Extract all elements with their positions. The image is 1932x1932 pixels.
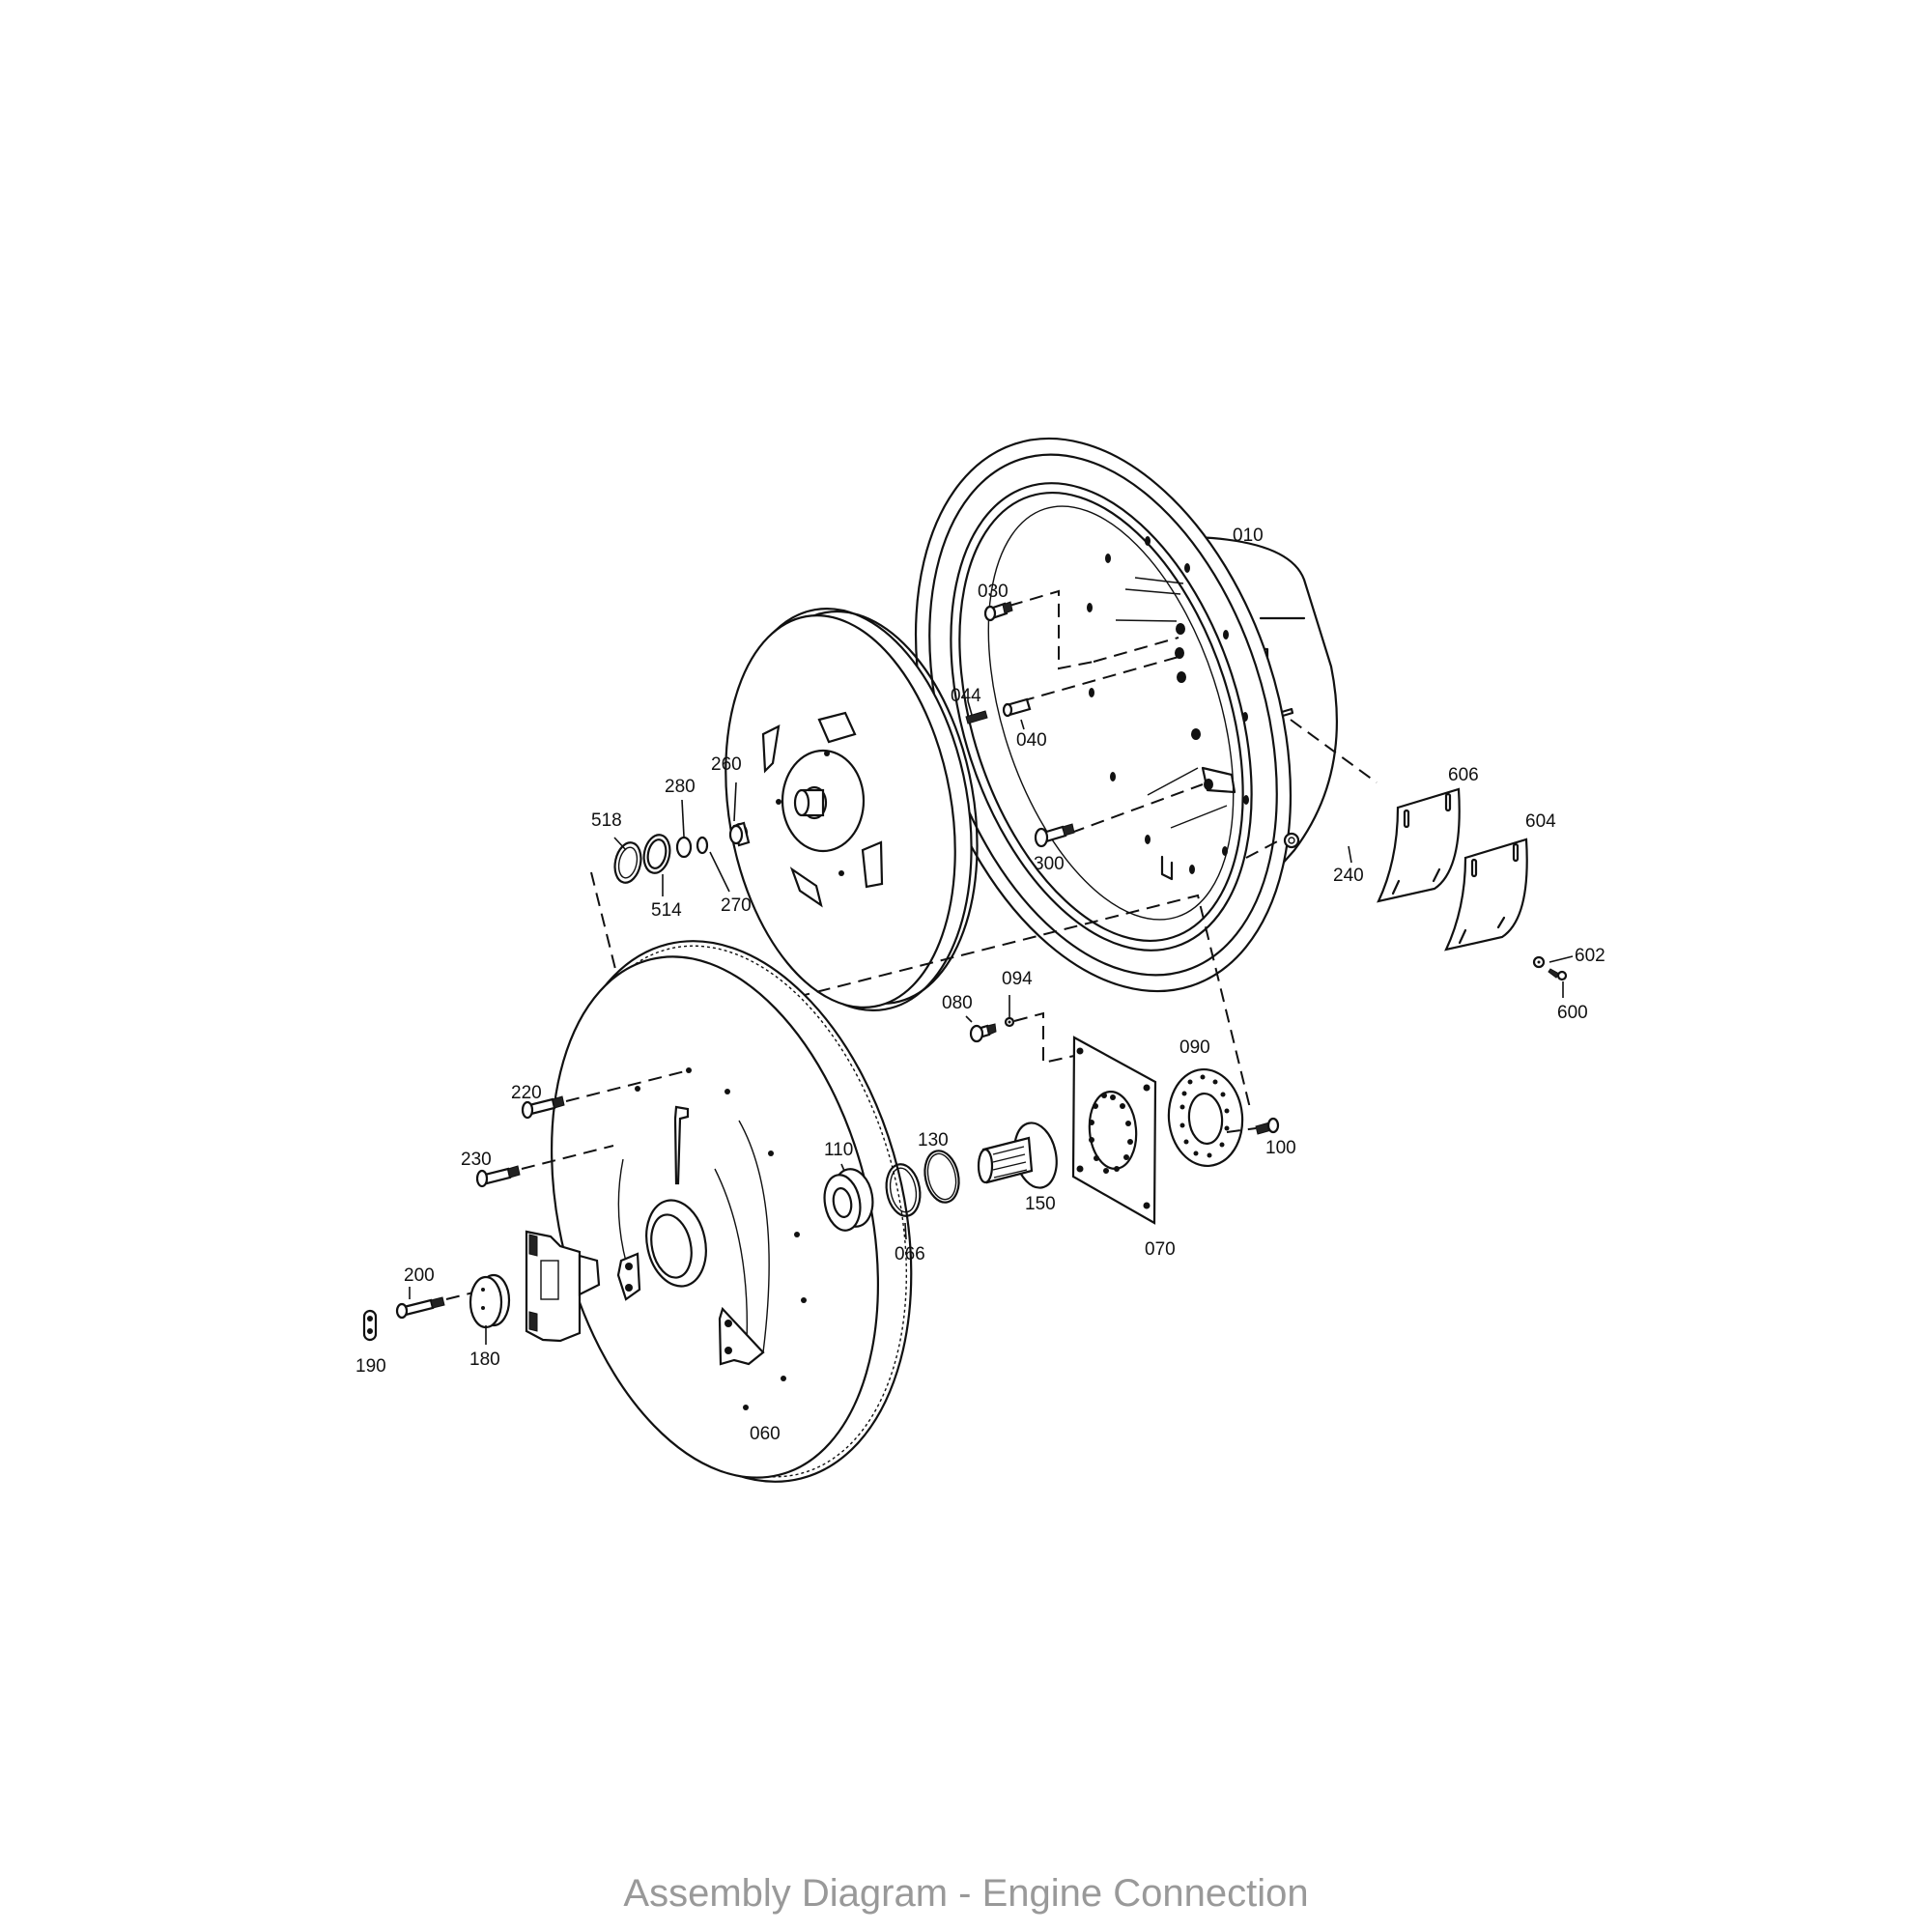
label-180: 180 <box>469 1350 500 1370</box>
label-190: 190 <box>355 1356 386 1377</box>
label-300: 300 <box>1034 854 1065 874</box>
label-606: 606 <box>1448 765 1479 785</box>
label-060: 060 <box>750 1424 781 1444</box>
label-604: 604 <box>1525 811 1556 832</box>
label-040: 040 <box>1016 730 1047 751</box>
part-180-cover-disc[interactable] <box>469 1273 511 1329</box>
label-270: 270 <box>721 895 752 916</box>
label-066: 066 <box>895 1244 925 1264</box>
part-300-hex-bolt[interactable] <box>1034 823 1075 848</box>
part-604-cover-plate[interactable] <box>1444 838 1528 952</box>
coupling-yoke[interactable] <box>525 1230 601 1343</box>
part-130-retaining-ring[interactable] <box>921 1148 963 1206</box>
part-260-bushing[interactable] <box>728 821 751 847</box>
part-labels: 010 030 044 040 300 240 606 604 602 600 … <box>355 526 1605 1444</box>
part-200-hex-bolt[interactable] <box>395 1296 445 1320</box>
part-514-shaft-seal[interactable] <box>640 833 673 876</box>
diagram-caption: Assembly Diagram - Engine Connection <box>623 1872 1309 1915</box>
part-100-hex-bolt[interactable] <box>1255 1117 1280 1135</box>
part-600-screw[interactable] <box>1548 968 1568 981</box>
label-110: 110 <box>824 1140 853 1160</box>
label-090: 090 <box>1179 1037 1210 1058</box>
label-230: 230 <box>461 1150 492 1170</box>
label-240: 240 <box>1333 866 1364 886</box>
label-602: 602 <box>1575 946 1605 966</box>
part-040-dowel-pin[interactable] <box>1002 697 1032 718</box>
part-110-ball-bearing[interactable] <box>820 1166 877 1234</box>
leader-lines <box>409 700 1574 1345</box>
part-044-stud[interactable] <box>965 710 988 724</box>
label-600: 600 <box>1557 1003 1588 1023</box>
part-094-washer[interactable] <box>1004 1016 1015 1028</box>
label-260: 260 <box>711 754 742 775</box>
part-010-flywheel-housing[interactable] <box>850 390 1357 1039</box>
label-220: 220 <box>511 1083 542 1103</box>
part-080-hex-bolt[interactable] <box>969 1023 997 1043</box>
part-090-clamp-ring[interactable] <box>1165 1066 1246 1169</box>
label-518: 518 <box>591 810 622 831</box>
part-602-washer[interactable] <box>1532 955 1546 969</box>
label-010: 010 <box>1233 526 1264 546</box>
label-150: 150 <box>1025 1194 1056 1214</box>
part-240-hex-nut[interactable] <box>1283 832 1300 849</box>
part-606-cover-plate[interactable] <box>1377 787 1461 903</box>
label-200: 200 <box>404 1265 435 1286</box>
part-270-o-ring[interactable] <box>696 836 709 855</box>
part-060-flywheel[interactable] <box>500 903 965 1520</box>
part-070-flex-plate[interactable] <box>1071 1036 1157 1225</box>
label-094: 094 <box>1002 969 1033 989</box>
part-280-o-ring[interactable] <box>675 836 693 859</box>
part-030-hex-bolt[interactable] <box>983 601 1013 622</box>
converter-cover[interactable] <box>696 589 1007 1030</box>
part-220-hex-bolt[interactable] <box>521 1095 565 1120</box>
part-150-splined-hub[interactable] <box>977 1119 1063 1191</box>
label-100: 100 <box>1265 1138 1296 1158</box>
part-518-o-ring[interactable] <box>611 840 644 885</box>
label-080: 080 <box>942 993 973 1013</box>
label-044: 044 <box>951 686 981 706</box>
label-280: 280 <box>665 777 696 797</box>
part-066-shim-ring[interactable] <box>883 1161 924 1218</box>
label-030: 030 <box>978 582 1009 602</box>
label-070: 070 <box>1145 1239 1176 1260</box>
part-190-lock-plate[interactable] <box>362 1309 378 1342</box>
part-230-hex-bolt[interactable] <box>475 1165 521 1188</box>
label-514: 514 <box>651 900 682 921</box>
label-130: 130 <box>918 1130 949 1151</box>
